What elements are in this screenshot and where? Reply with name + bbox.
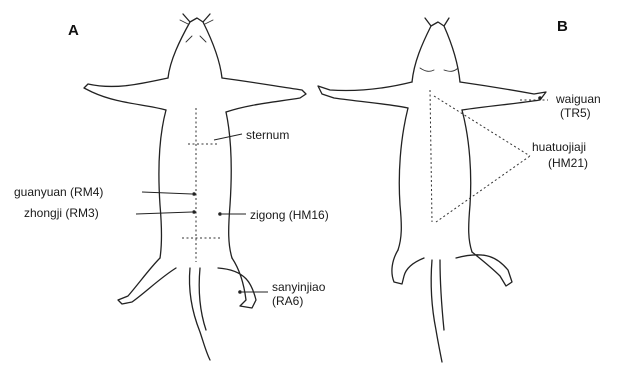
acupoint-waiguan — [538, 96, 542, 100]
rat-a-torso — [159, 110, 232, 258]
label-guanyuan: guanyuan (RM4) — [14, 185, 103, 199]
acupoint-zigong — [218, 212, 222, 216]
rat-a-right-forelimb — [222, 78, 306, 112]
rat-b-right-hindlimb — [456, 252, 512, 286]
leader-sternum — [214, 134, 242, 140]
rat-b-ear-detail — [420, 68, 458, 71]
rat-b-head — [412, 18, 460, 82]
label-waiguan-code: (TR5) — [560, 106, 591, 120]
rat-a-head — [168, 14, 222, 78]
rat-b-huatuojiaji-lower — [436, 156, 530, 222]
acupoint-sanyinjiao — [238, 290, 242, 294]
label-waiguan: waiguan — [556, 92, 601, 106]
rat-b-torso — [398, 108, 472, 252]
rat-b-tail — [431, 260, 444, 362]
rat-b-right-forelimb — [460, 82, 546, 110]
rat-ventral-illustration — [84, 14, 306, 360]
label-sanyinjiao: sanyinjiao — [272, 280, 325, 294]
label-huatuojiaji: huatuojiaji — [532, 140, 586, 154]
rat-b-spine-line — [430, 90, 432, 222]
rat-b-left-forelimb — [318, 82, 412, 108]
rat-b-huatuojiaji-upper — [434, 96, 530, 156]
panel-label-a: A — [68, 22, 79, 39]
leader-zhongji — [136, 212, 192, 214]
panel-label-b: B — [557, 18, 568, 35]
acupoint-guanyuan — [192, 192, 196, 196]
label-sternum: sternum — [246, 128, 289, 142]
rat-a-right-hindlimb — [218, 258, 256, 308]
rat-b-left-hindlimb — [392, 250, 424, 284]
rat-a-tail — [189, 268, 210, 360]
rat-a-left-forelimb — [84, 78, 168, 110]
leader-guanyuan — [142, 192, 192, 194]
label-zigong: zigong (HM16) — [250, 208, 329, 222]
acupoint-zhongji — [192, 210, 196, 214]
label-zhongji: zhongji (RM3) — [24, 206, 99, 220]
label-sanyinjiao-code: (RA6) — [272, 294, 303, 308]
rat-a-left-hindlimb — [118, 258, 176, 304]
label-huatuojiaji-code: (HM21) — [548, 156, 588, 170]
rat-dorsal-illustration — [318, 18, 548, 362]
